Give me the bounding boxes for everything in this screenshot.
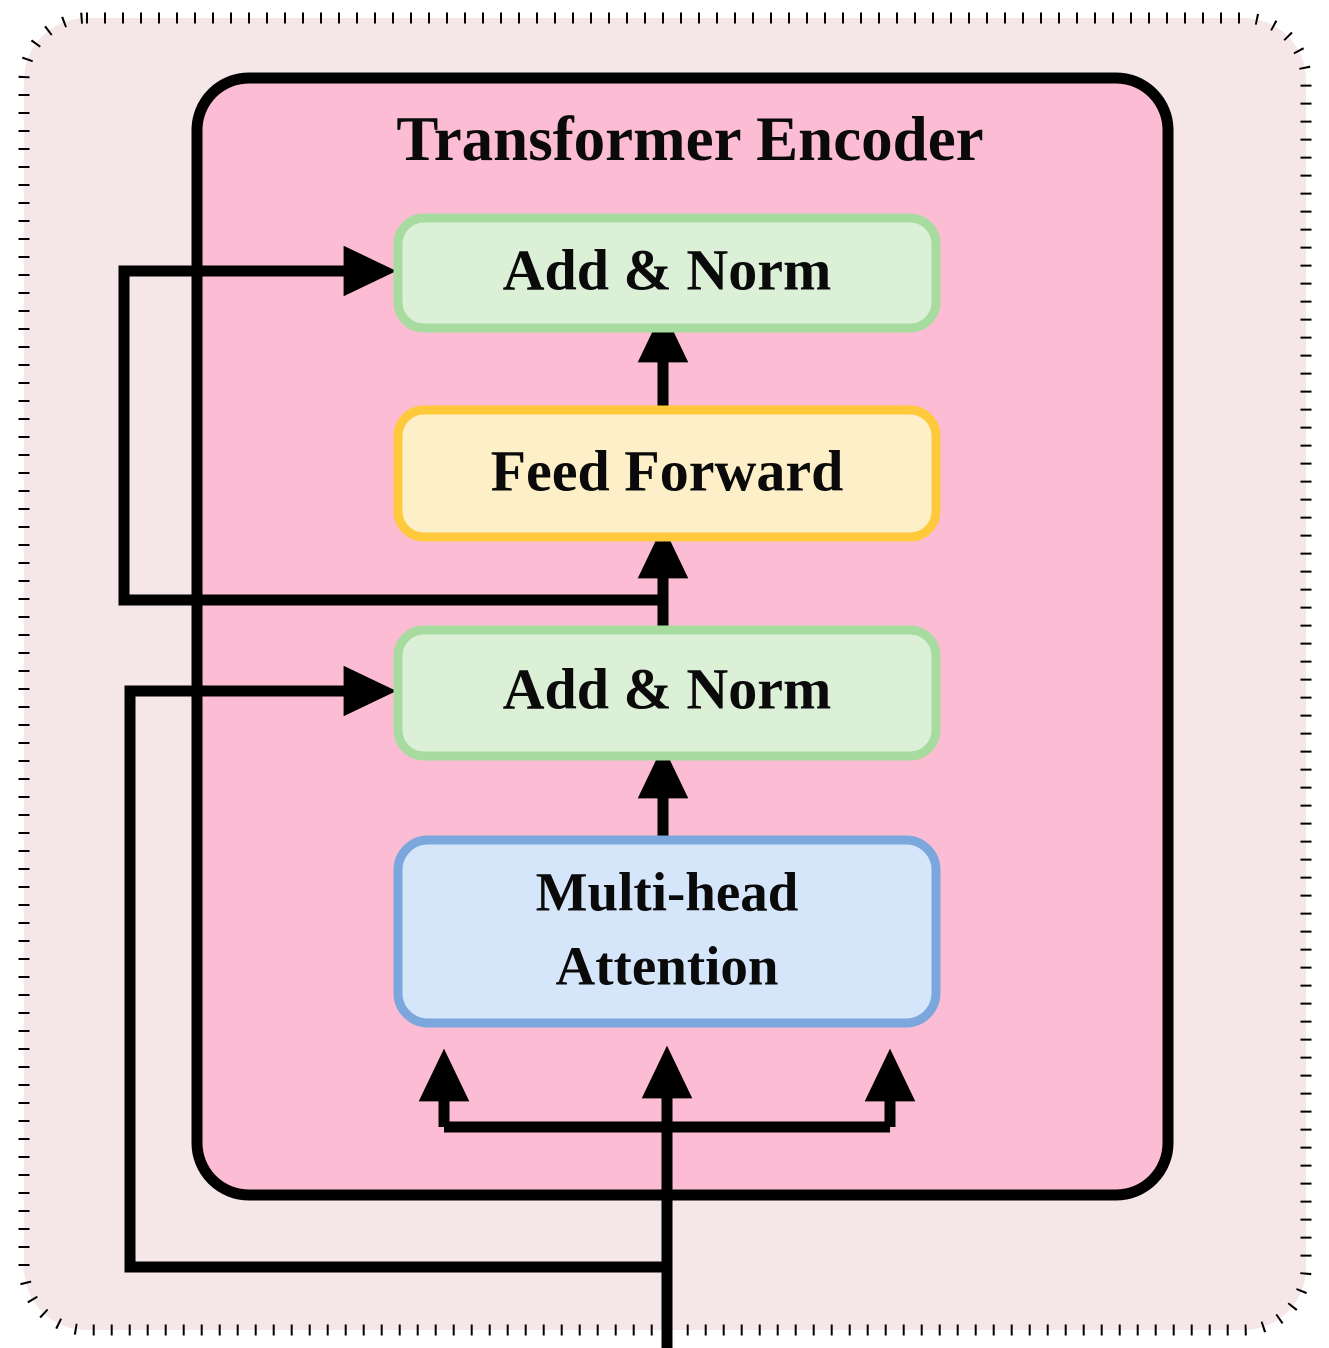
encoder-title: Transformer Encoder <box>396 104 983 174</box>
block-feed-forward[interactable]: Feed Forward <box>393 405 941 542</box>
add-norm-top-label: Add & Norm <box>503 237 832 302</box>
block-add-norm-top[interactable]: Add & Norm <box>393 213 941 333</box>
add-norm-bottom-box <box>393 625 941 761</box>
multi-head-attention-label-line1: Multi-head <box>536 862 799 923</box>
feed-forward-label: Feed Forward <box>491 438 844 503</box>
block-multi-head-attention[interactable]: Multi-head Attention <box>393 835 941 1028</box>
multi-head-attention-label-line2: Attention <box>555 936 778 997</box>
multi-head-attention-box <box>393 835 941 1028</box>
block-add-norm-bottom[interactable]: Add & Norm <box>393 625 941 761</box>
residual-lower-skip <box>124 665 667 1273</box>
add-norm-top-box <box>393 213 941 333</box>
residual-upper-skip <box>118 245 663 606</box>
feed-forward-box <box>393 405 941 542</box>
add-norm-bottom-label: Add & Norm <box>503 656 832 721</box>
